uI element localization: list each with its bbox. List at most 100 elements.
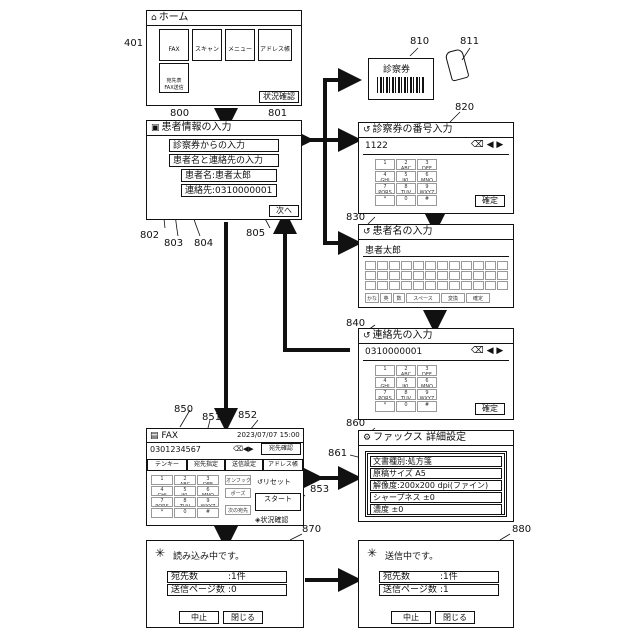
keypad-key[interactable]: 1 [375,159,395,170]
keypad-key[interactable]: 3 DEF [417,159,437,170]
option-name-contact[interactable]: 患者名と連絡先の入力 [169,154,279,167]
keyboard-key[interactable] [473,261,484,270]
status-button[interactable]: 状況確認 [259,91,299,103]
delete-icon[interactable]: ⌫ ◀ ▶ [471,140,503,150]
keypad-key[interactable]: 6 MNO [197,486,219,496]
contact-field[interactable]: 連絡先:0310000001 [181,184,277,197]
delete-icon[interactable]: ⌫◀▶ [233,445,254,453]
keypad-key[interactable]: 0 [396,401,416,412]
confirm-dest-button[interactable]: 宛先確認 [261,443,301,455]
keyboard-key[interactable] [365,271,376,280]
keyboard-key[interactable] [401,281,412,290]
keyboard-mode-key[interactable]: 数 [393,293,405,303]
fax-status-button[interactable]: 状況確認 [260,516,288,524]
keyboard-key[interactable] [449,281,460,290]
keyboard-key[interactable] [497,261,508,270]
keyboard-key[interactable] [413,271,424,280]
keyboard-key[interactable] [437,281,448,290]
keyboard-key[interactable] [425,281,436,290]
keyboard-key[interactable] [461,271,472,280]
keypad-key[interactable]: 0 [174,508,196,518]
stop-button[interactable]: 中止 [391,611,431,624]
keyboard-mode-key[interactable]: スペース [406,293,440,303]
keypad-key[interactable]: # [417,195,437,206]
keyboard-key[interactable] [437,261,448,270]
next-dest-key[interactable]: 次の宛先 [225,505,251,515]
tab-address-book[interactable]: アドレス帳 [263,459,303,471]
keypad-key[interactable]: 8 TUV [174,497,196,507]
keyboard-key[interactable] [365,261,376,270]
keypad-key[interactable]: 9 WXYZ [197,497,219,507]
keyboard-key[interactable] [497,281,508,290]
keyboard-key[interactable] [473,271,484,280]
keypad-key[interactable]: # [197,508,219,518]
keyboard-key[interactable] [401,271,412,280]
keypad-key[interactable]: 7 PQRS [151,497,173,507]
keyboard-key[interactable] [485,271,496,280]
keypad-key[interactable]: 1 [375,365,395,376]
keyboard-key[interactable] [485,281,496,290]
keypad-key[interactable]: 5 JKL [174,486,196,496]
tab-tenkey[interactable]: テンキー [147,459,187,471]
keypad-key[interactable]: 7 PQRS [375,389,395,400]
keypad-key[interactable]: 8 TUV [396,389,416,400]
keypad-key[interactable]: 8 TUV [396,183,416,194]
keypad-key[interactable]: * [375,401,395,412]
keyboard-key[interactable] [449,261,460,270]
keypad-key[interactable]: 2 ABC [174,475,196,485]
keypad-key[interactable]: 3 DEF [197,475,219,485]
tab-dest[interactable]: 宛先指定 [187,459,225,471]
close-button[interactable]: 閉じる [223,611,263,624]
setting-resolution[interactable]: 解像度:200x200 dpi(ファイン) [370,480,502,491]
keypad-key[interactable]: 6 MNO [417,377,437,388]
keyboard-key[interactable] [449,271,460,280]
keyboard-mode-key[interactable]: かな [365,293,379,303]
keypad-key[interactable]: 0 [396,195,416,206]
keypad-key[interactable]: 5 JKL [396,377,416,388]
keyboard-key[interactable] [413,261,424,270]
keyboard-key[interactable] [473,281,484,290]
keypad-key[interactable]: 4 GHI [151,486,173,496]
keyboard-key[interactable] [437,271,448,280]
keyboard-key[interactable] [425,261,436,270]
card-confirm-button[interactable]: 確定 [475,195,505,207]
start-button[interactable]: スタート [255,493,301,511]
keypad-key[interactable]: * [151,508,173,518]
keyboard-mode-key[interactable]: 変換 [441,293,465,303]
stop-button[interactable]: 中止 [179,611,219,624]
reset-button[interactable]: リセット [263,478,291,486]
keyboard-key[interactable] [401,261,412,270]
tile-fax[interactable]: FAX [159,29,189,61]
keyboard-key[interactable] [365,281,376,290]
keypad-key[interactable]: * [375,195,395,206]
tile-scan[interactable]: スキャン [192,29,222,61]
keyboard-key[interactable] [389,271,400,280]
setting-sharpness[interactable]: シャープネス ±0 [370,492,502,503]
keypad-key[interactable]: 4 GHI [375,171,395,182]
pause-key[interactable]: ポーズ [225,488,251,498]
keypad-key[interactable]: 1 [151,475,173,485]
keypad-key[interactable]: 2 ABC [396,159,416,170]
onhook-key[interactable]: オンフック [225,475,251,485]
tile-address-book[interactable]: アドレス帳 [258,29,292,61]
contact-confirm-button[interactable]: 確定 [475,403,505,415]
keyboard-key[interactable] [425,271,436,280]
setting-doc-type[interactable]: 文書種別:処方箋 [370,456,502,467]
keyboard-key[interactable] [413,281,424,290]
patient-name-field[interactable]: 患者名:患者太郎 [181,169,277,182]
keyboard-key[interactable] [497,271,508,280]
setting-density[interactable]: 濃度 ±0 [370,504,502,515]
keypad-key[interactable]: 4 GHI [375,377,395,388]
keyboard-key[interactable] [377,271,388,280]
keypad-key[interactable]: 5 JKL [396,171,416,182]
keypad-key[interactable]: 9 WXYZ [417,389,437,400]
keyboard-key[interactable] [389,261,400,270]
keypad-key[interactable]: 9 WXYZ [417,183,437,194]
keyboard-mode-key[interactable]: 英 [380,293,392,303]
tab-send-settings[interactable]: 送信設定 [225,459,263,471]
keypad-key[interactable]: 2 ABC [396,365,416,376]
keypad-key[interactable]: 3 DEF [417,365,437,376]
tile-menu[interactable]: メニュー [225,29,255,61]
keyboard-key[interactable] [461,261,472,270]
keyboard-key[interactable] [377,281,388,290]
